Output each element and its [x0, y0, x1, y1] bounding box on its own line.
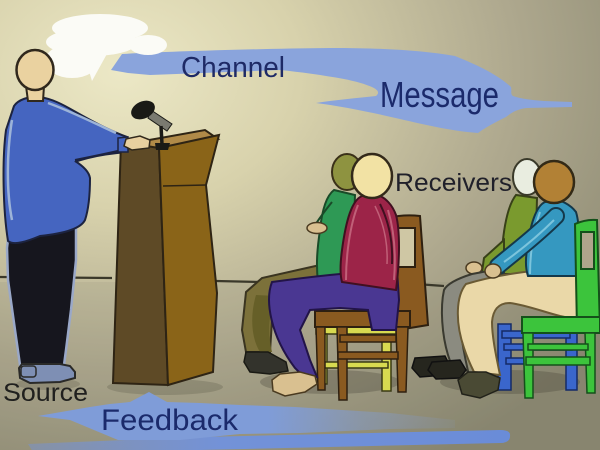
svg-text:Receivers: Receivers — [395, 169, 512, 197]
svg-text:Source: Source — [3, 379, 88, 407]
svg-text:Feedback: Feedback — [101, 404, 239, 437]
svg-text:Message: Message — [380, 74, 499, 115]
svg-text:Channel: Channel — [181, 52, 285, 84]
